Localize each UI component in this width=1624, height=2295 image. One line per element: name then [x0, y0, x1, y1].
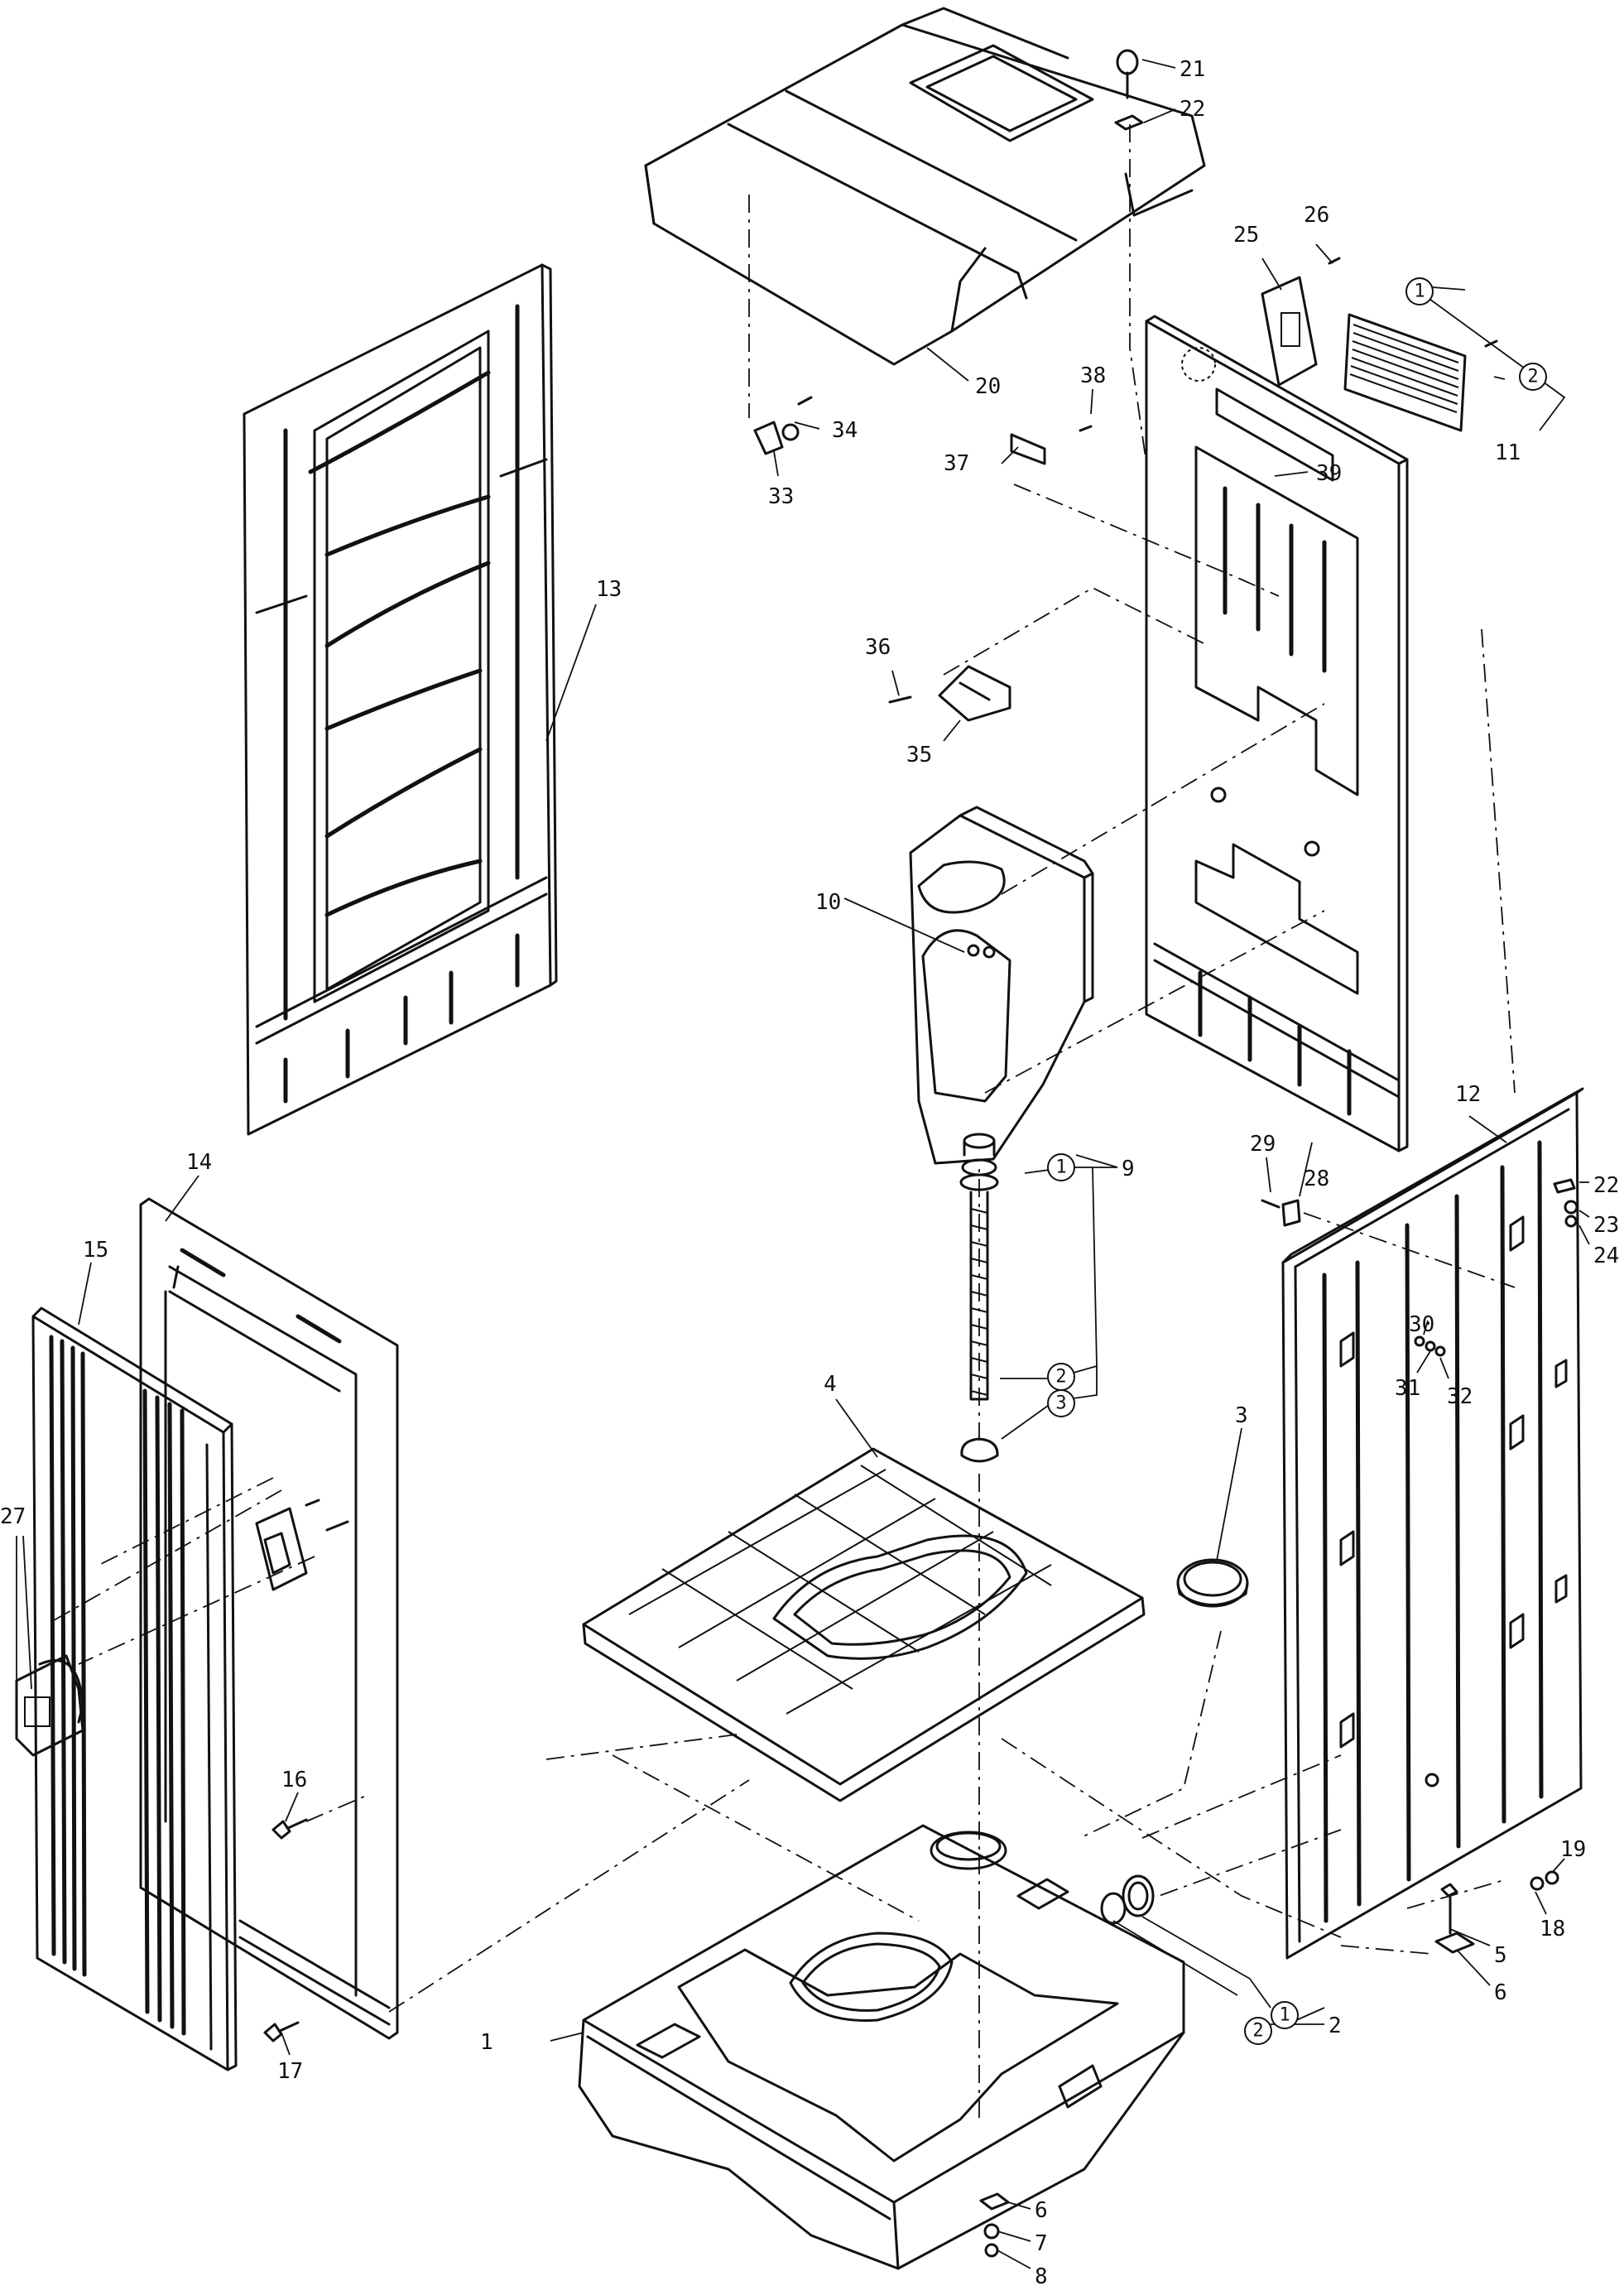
- part-label: 25: [1233, 223, 1259, 248]
- anchor-bolt: [1434, 1870, 1559, 1954]
- circled-number: 1: [1055, 1157, 1066, 1178]
- circled-number: 1: [1279, 2005, 1290, 2026]
- part-label: 27: [0, 1504, 26, 1529]
- left-wall-panel: [243, 263, 558, 1136]
- door: [15, 1306, 349, 2071]
- part-label: 15: [83, 1238, 108, 1263]
- tank-base: [578, 1824, 1185, 2270]
- right-side-panel: [1281, 1087, 1584, 1960]
- part-label: 24: [1593, 1244, 1619, 1268]
- part-label: 8: [1035, 2264, 1048, 2289]
- part-label: 23: [1593, 1213, 1619, 1238]
- part-label: 22: [1593, 1173, 1619, 1198]
- hook-fitting: [753, 396, 813, 455]
- vent-louver: [1343, 313, 1498, 432]
- side-hardware: [1261, 1178, 1578, 1357]
- part-label: 12: [1455, 1082, 1481, 1107]
- part-label: 9: [1122, 1157, 1135, 1181]
- urinal: [909, 806, 1094, 1165]
- part-label: 7: [1035, 2231, 1048, 2256]
- part-label: 22: [1180, 97, 1205, 122]
- circled-number: 2: [1252, 2021, 1263, 2042]
- part-label: 30: [1409, 1312, 1434, 1337]
- part-label: 4: [824, 1372, 837, 1397]
- part-labels: 21 22 20 26 25 11 38 37 39 34 33 13 36 3…: [0, 57, 1619, 2289]
- bottom-hardware: [979, 2192, 1010, 2258]
- circled-number: 3: [1055, 1393, 1066, 1414]
- part-label: 26: [1304, 203, 1329, 228]
- roof-panel: [644, 7, 1206, 366]
- part-label: 6: [1035, 2198, 1048, 2223]
- part-label: 37: [944, 451, 969, 476]
- corner-bracket: [888, 665, 1011, 722]
- circled-number: 2: [1055, 1367, 1066, 1388]
- part-label: 38: [1080, 363, 1106, 388]
- part-label: 29: [1250, 1132, 1276, 1157]
- part-label: 39: [1316, 461, 1342, 486]
- part-label: 32: [1447, 1384, 1473, 1409]
- leader-lines: [16, 59, 1590, 2269]
- part-label: 10: [815, 890, 841, 915]
- assembly-lines: [49, 124, 1516, 2119]
- door-frame: [139, 1197, 399, 2040]
- part-label: 18: [1540, 1917, 1565, 1941]
- part-label: 33: [768, 484, 794, 509]
- part-label: 2: [1329, 2014, 1342, 2038]
- part-label: 21: [1180, 57, 1205, 82]
- part-label: 13: [596, 577, 622, 602]
- eye-bolt: [1114, 49, 1144, 131]
- part-label: 3: [1235, 1403, 1248, 1428]
- part-label: 5: [1494, 1943, 1507, 1968]
- part-label: 1: [480, 2030, 493, 2055]
- part-label: 6: [1494, 1980, 1507, 2005]
- part-label: 19: [1560, 1837, 1586, 1862]
- circled-number: 1: [1414, 281, 1425, 302]
- floor-grate: [582, 1447, 1146, 1802]
- small-plate: [1010, 425, 1093, 465]
- frame-bolts: [263, 1818, 308, 2042]
- part-label: 20: [975, 374, 1001, 399]
- part-label: 34: [832, 418, 858, 443]
- part-label: 35: [906, 743, 932, 767]
- part-label: 16: [281, 1768, 307, 1792]
- part-label: 14: [186, 1150, 212, 1175]
- circled-callouts: 1 2 1 2 3 1 2: [1047, 277, 1547, 2045]
- back-wall-panel: [1145, 315, 1409, 1152]
- circled-number: 2: [1527, 367, 1538, 387]
- part-label: 17: [277, 2059, 303, 2084]
- pipe-coupling: [1100, 1874, 1155, 1925]
- tank-cap: [1176, 1558, 1249, 1608]
- part-label: 11: [1495, 440, 1521, 465]
- part-label: 28: [1304, 1167, 1329, 1191]
- part-label: 31: [1395, 1376, 1420, 1401]
- part-label: 36: [865, 635, 891, 660]
